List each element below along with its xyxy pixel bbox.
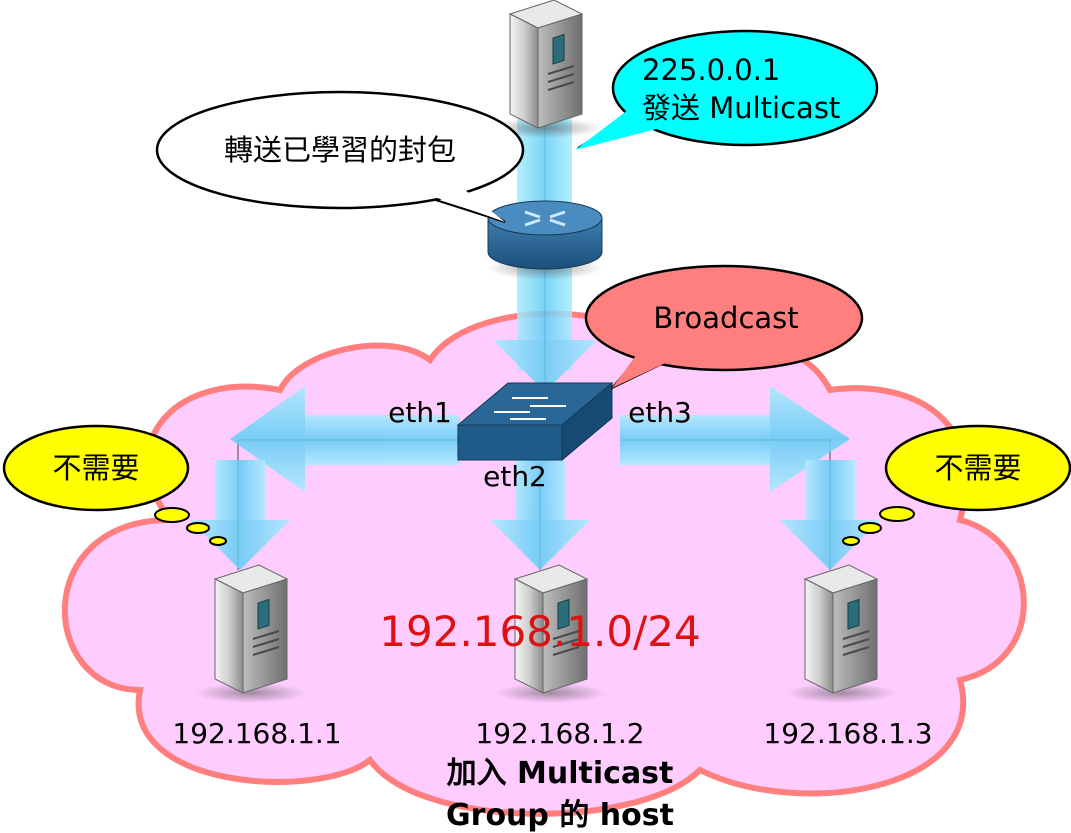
source-bubble-line1: 225.0.0.1 [642, 53, 780, 87]
arrow-eth3 [620, 386, 880, 570]
member-caption-line2: Group 的 host [446, 798, 674, 833]
server-icon [489, 0, 603, 139]
host-ip-2: 192.168.1.2 [475, 717, 644, 750]
host-ip-3: 192.168.1.3 [763, 717, 932, 750]
router-speech-bubble: 轉送已學習的封包 [155, 90, 525, 223]
port-label-eth1: eth1 [388, 396, 452, 429]
network-label: 192.168.1.0/24 [379, 607, 700, 656]
source-speech-bubble: 225.0.0.1 發送 Multicast [575, 29, 879, 150]
router-icon [487, 200, 603, 280]
member-caption-line1: 加入 Multicast [447, 756, 674, 791]
switch-bubble-text: Broadcast [653, 301, 798, 335]
source-bubble-line2: 發送 Multicast [642, 91, 840, 125]
host3-thought-text: 不需要 [934, 451, 1021, 485]
port-label-eth3: eth3 [628, 396, 692, 429]
switch-speech-bubble: Broadcast [584, 264, 864, 389]
switch-icon [456, 381, 614, 462]
router-bubble-text: 轉送已學習的封包 [224, 133, 456, 167]
host1-thought-bubble: 不需要 [2, 424, 227, 546]
port-label-eth2: eth2 [483, 460, 547, 493]
host-ip-1: 192.168.1.1 [172, 717, 341, 750]
host3-thought-bubble: 不需要 [842, 424, 1071, 546]
arrow-eth1 [190, 386, 460, 570]
host1-thought-text: 不需要 [52, 451, 139, 485]
arrow-eth2 [490, 460, 590, 570]
